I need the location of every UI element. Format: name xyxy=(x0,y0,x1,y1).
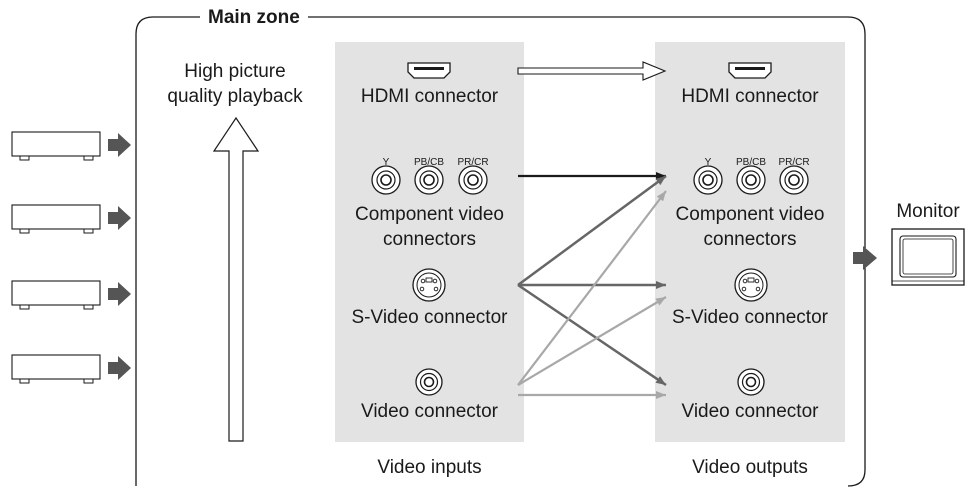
monitor-label: Monitor xyxy=(896,201,960,222)
input-svideo-label: S-Video connector xyxy=(351,307,508,328)
input-component-label-1: Component video xyxy=(355,204,504,225)
component-input-jacks xyxy=(371,165,488,195)
route-svideo-video xyxy=(517,283,667,387)
input-video-label: Video connector xyxy=(361,401,498,422)
route-svideo-component xyxy=(517,174,667,287)
inputs-caption: Video inputs xyxy=(377,457,482,478)
main-zone-frame xyxy=(135,16,866,487)
quality-arrow xyxy=(212,116,260,442)
quality-label-line2: quality playback xyxy=(167,86,303,107)
output-channel-pb: PB/CB xyxy=(735,157,766,168)
monitor-arrow xyxy=(853,246,877,270)
output-component-label-1: Component video xyxy=(675,204,825,225)
zone-title: Main zone xyxy=(200,7,308,29)
hdmi-input-icon xyxy=(407,62,451,79)
routing-lines xyxy=(517,172,667,399)
monitor-icon xyxy=(891,228,965,286)
input-channel-pr: PR/CR xyxy=(457,157,489,168)
svideo-input-icon xyxy=(412,268,446,302)
input-channel-y: Y xyxy=(382,157,390,168)
source-device-4 xyxy=(11,354,131,384)
output-channel-pr: PR/CR xyxy=(778,157,810,168)
input-component-label-2: connectors xyxy=(383,229,476,250)
input-hdmi-label: HDMI connector xyxy=(360,86,499,107)
video-input-icon xyxy=(415,368,443,396)
hdmi-output-icon xyxy=(728,62,772,79)
source-device-2 xyxy=(11,204,131,234)
hdmi-route-arrow xyxy=(517,61,667,81)
output-svideo-label: S-Video connector xyxy=(672,307,828,328)
source-device-1 xyxy=(11,131,131,161)
output-component-label-2: connectors xyxy=(703,229,797,250)
route-video-svideo xyxy=(517,296,667,386)
video-output-icon xyxy=(737,368,765,396)
route-video-component xyxy=(517,190,667,386)
component-output-jacks xyxy=(693,165,809,195)
quality-label-line1: High picture xyxy=(184,61,286,82)
input-channel-pb: PB/CB xyxy=(413,157,444,168)
source-device-3 xyxy=(11,280,131,310)
svideo-output-icon xyxy=(734,268,768,302)
output-hdmi-label: HDMI connector xyxy=(681,86,819,107)
outputs-caption: Video outputs xyxy=(692,457,808,478)
output-channel-y: Y xyxy=(704,157,712,168)
output-video-label: Video connector xyxy=(681,401,819,422)
